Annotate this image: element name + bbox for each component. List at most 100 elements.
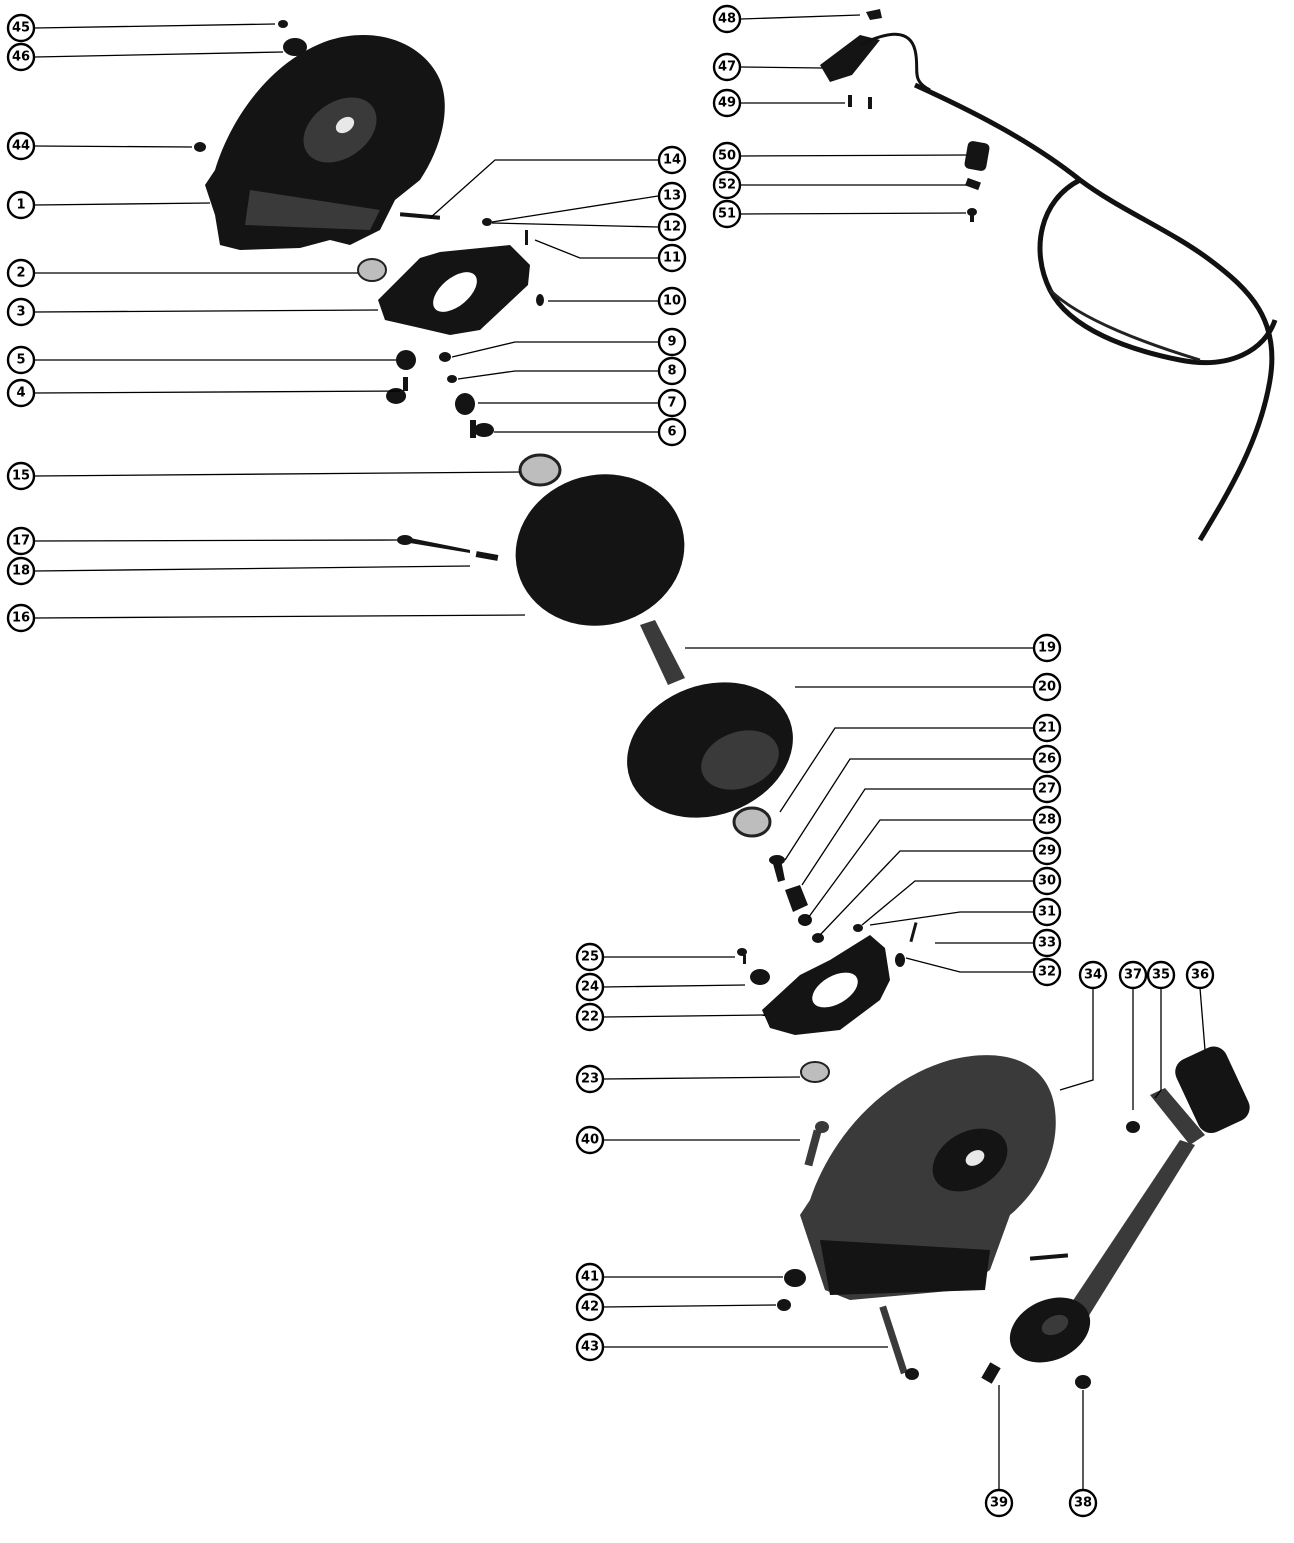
lower-cover-housing bbox=[800, 1055, 1056, 1300]
callout-label: 31 bbox=[1038, 905, 1056, 920]
callout-label: 50 bbox=[718, 149, 736, 164]
bolt-40 bbox=[804, 1121, 829, 1167]
callout-label: 44 bbox=[12, 139, 30, 154]
spring-19 bbox=[640, 620, 685, 685]
callout-48: 48 bbox=[712, 4, 742, 34]
callout-16: 16 bbox=[6, 603, 36, 633]
callout-49: 49 bbox=[712, 88, 742, 118]
callout-14: 14 bbox=[657, 145, 687, 175]
callout-23: 23 bbox=[575, 1064, 605, 1094]
small-plug-45 bbox=[278, 20, 288, 28]
grommet-46 bbox=[283, 38, 307, 56]
upper-bracket-assembly bbox=[357, 212, 544, 438]
callout-35: 35 bbox=[1146, 960, 1176, 990]
callout-label: 8 bbox=[667, 364, 676, 379]
callout-18: 18 bbox=[6, 556, 36, 586]
callout-label: 49 bbox=[718, 96, 736, 111]
callout-5: 5 bbox=[6, 345, 36, 375]
lower-disc-20 bbox=[627, 682, 793, 818]
callout-label: 43 bbox=[581, 1340, 599, 1355]
callout-label: 40 bbox=[581, 1133, 599, 1148]
callout-8: 8 bbox=[657, 356, 687, 386]
callout-19: 19 bbox=[1032, 633, 1062, 663]
callout-label: 46 bbox=[12, 50, 30, 65]
callout-label: 5 bbox=[16, 353, 25, 368]
callout-label: 1 bbox=[16, 198, 25, 213]
callout-label: 33 bbox=[1038, 936, 1056, 951]
small-plug-44 bbox=[194, 142, 206, 152]
callout-42: 42 bbox=[575, 1292, 605, 1322]
callout-4: 4 bbox=[6, 378, 36, 408]
shift-lever-35 bbox=[1009, 1088, 1205, 1363]
callout-label: 27 bbox=[1038, 782, 1056, 797]
callout-27: 27 bbox=[1032, 774, 1062, 804]
callout-label: 29 bbox=[1038, 844, 1056, 859]
callout-label: 32 bbox=[1038, 965, 1056, 980]
callout-7: 7 bbox=[657, 388, 687, 418]
callout-label: 21 bbox=[1038, 721, 1056, 736]
callout-17: 17 bbox=[6, 526, 36, 556]
callout-label: 28 bbox=[1038, 813, 1056, 828]
callout-30: 30 bbox=[1032, 866, 1062, 896]
callout-label: 19 bbox=[1038, 641, 1056, 656]
callout-label: 14 bbox=[663, 153, 681, 168]
callout-24: 24 bbox=[575, 972, 605, 1002]
screw-39 bbox=[981, 1362, 1001, 1384]
callout-32: 32 bbox=[1032, 957, 1062, 987]
leader-lines bbox=[34, 14, 1206, 1490]
screw-37 bbox=[1126, 1121, 1140, 1133]
bearing-ring-15 bbox=[518, 453, 562, 487]
callout-label: 13 bbox=[663, 189, 681, 204]
pin-near-lever bbox=[1029, 1253, 1069, 1261]
screw-38 bbox=[1075, 1375, 1091, 1389]
callout-44: 44 bbox=[6, 131, 36, 161]
callout-9: 9 bbox=[657, 327, 687, 357]
callout-25: 25 bbox=[575, 942, 605, 972]
bolt-43 bbox=[879, 1305, 919, 1380]
callout-label: 4 bbox=[16, 386, 25, 401]
callout-15: 15 bbox=[6, 461, 36, 491]
callout-39: 39 bbox=[984, 1488, 1014, 1518]
callout-45: 45 bbox=[6, 13, 36, 43]
callout-46: 46 bbox=[6, 42, 36, 72]
callout-label: 7 bbox=[667, 396, 676, 411]
callout-47: 47 bbox=[712, 52, 742, 82]
callout-40: 40 bbox=[575, 1125, 605, 1155]
callout-29: 29 bbox=[1032, 836, 1062, 866]
callout-label: 23 bbox=[581, 1072, 599, 1087]
callout-2: 2 bbox=[6, 258, 36, 288]
callout-34: 34 bbox=[1078, 960, 1108, 990]
washer-41 bbox=[784, 1269, 806, 1287]
callout-26: 26 bbox=[1032, 744, 1062, 774]
pin-17-18 bbox=[397, 535, 499, 561]
callout-label: 16 bbox=[12, 611, 30, 626]
callout-6: 6 bbox=[657, 417, 687, 447]
callout-label: 37 bbox=[1124, 968, 1142, 983]
callout-41: 41 bbox=[575, 1262, 605, 1292]
callout-label: 11 bbox=[663, 251, 681, 266]
callout-label: 3 bbox=[16, 305, 25, 320]
callout-3: 3 bbox=[6, 297, 36, 327]
callout-22: 22 bbox=[575, 1002, 605, 1032]
nut-42 bbox=[777, 1299, 791, 1311]
callout-11: 11 bbox=[657, 243, 687, 273]
callout-31: 31 bbox=[1032, 897, 1062, 927]
callout-33: 33 bbox=[1032, 928, 1062, 958]
callout-label: 18 bbox=[12, 564, 30, 579]
callout-20: 20 bbox=[1032, 672, 1062, 702]
callout-label: 9 bbox=[667, 335, 676, 350]
rotor-disc-16 bbox=[515, 474, 685, 626]
callout-label: 42 bbox=[581, 1300, 599, 1315]
callout-label: 15 bbox=[12, 469, 30, 484]
callout-label: 45 bbox=[12, 21, 30, 36]
callout-label: 36 bbox=[1191, 968, 1209, 983]
callout-label: 48 bbox=[718, 12, 736, 27]
callout-label: 26 bbox=[1038, 752, 1056, 767]
callout-label: 52 bbox=[718, 178, 736, 193]
callout-10: 10 bbox=[657, 286, 687, 316]
callout-1: 1 bbox=[6, 190, 36, 220]
callout-52: 52 bbox=[712, 170, 742, 200]
callout-51: 51 bbox=[712, 199, 742, 229]
callout-43: 43 bbox=[575, 1332, 605, 1362]
